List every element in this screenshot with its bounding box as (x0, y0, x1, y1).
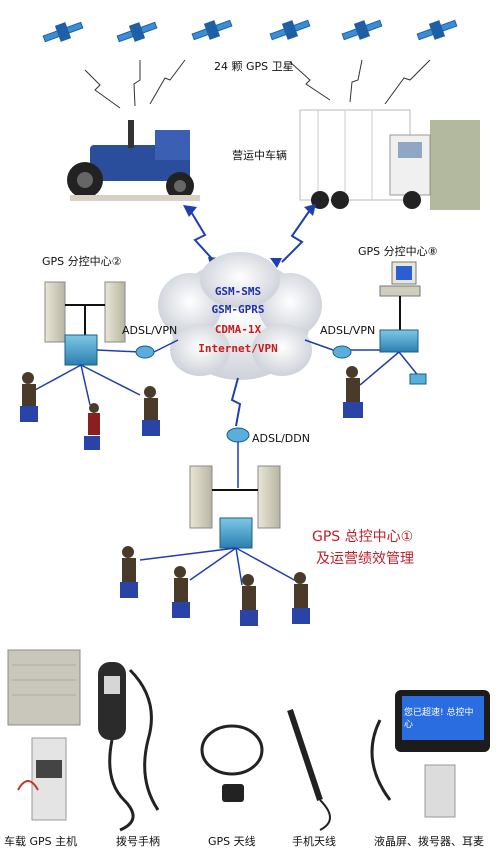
cloud-line-gsm-gprs: GSM-GPRS (211, 303, 265, 316)
vehicle-links (189, 209, 311, 263)
satellite-icon (269, 19, 311, 41)
link-left-label: ADSL/VPN (122, 324, 178, 337)
satellite-icon (416, 19, 458, 41)
gps-host-icon (7, 649, 81, 821)
switch-icon (64, 334, 98, 366)
tractor-icon (67, 120, 200, 201)
devices-row (7, 649, 490, 832)
phone-antenna-icon (287, 709, 331, 831)
network-cloud (158, 252, 322, 380)
link-center-label: ADSL/DDN (252, 432, 310, 445)
control-center-2 (20, 281, 179, 450)
device-label-gps-host: 车载 GPS 主机 (4, 835, 78, 848)
switch-icon (219, 517, 253, 549)
device-label-gps-antenna: GPS 天线 (208, 835, 256, 848)
main-center-subtitle: 及运营绩效管理 (316, 551, 414, 567)
switch-icon (379, 329, 419, 353)
satellite-icon (341, 19, 383, 41)
cloud-line-cdma: CDMA-1X (214, 323, 262, 336)
satellites (42, 19, 458, 43)
satellite-icon (191, 19, 233, 41)
device-label-lcd: 液晶屏、拨号器、耳麦 (374, 835, 484, 848)
truck-icon (299, 109, 480, 210)
satellites-label: 24 颗 GPS 卫星 (214, 60, 294, 73)
main-control-center (120, 465, 310, 626)
satellite-icon (42, 21, 84, 43)
vehicles-label: 营运中车辆 (232, 149, 287, 162)
router-icon (226, 427, 250, 443)
lcd-screen-text: 您已超速! 总控中心 (404, 708, 474, 730)
router-icon (135, 345, 155, 359)
lcd-screen-icon (370, 690, 490, 818)
satellite-icon (116, 21, 158, 43)
center3-label: GPS 分控中心⑧ (358, 245, 438, 258)
gps-antenna-icon (200, 724, 264, 802)
cloud-line-internet: Internet/VPN (198, 342, 278, 355)
dial-handset-icon (98, 662, 160, 832)
center-link (230, 377, 242, 427)
link-right-label: ADSL/VPN (320, 324, 376, 337)
center2-label: GPS 分控中心② (42, 255, 122, 268)
satellite-signals (84, 59, 431, 109)
cloud-line-gsm-sms: GSM-SMS (214, 285, 262, 298)
control-center-8 (304, 261, 427, 418)
main-center-title: GPS 总控中心① (312, 529, 414, 545)
device-label-handset: 拨号手柄 (116, 835, 160, 848)
router-icon (332, 345, 352, 359)
device-label-phone-antenna: 手机天线 (292, 835, 336, 848)
